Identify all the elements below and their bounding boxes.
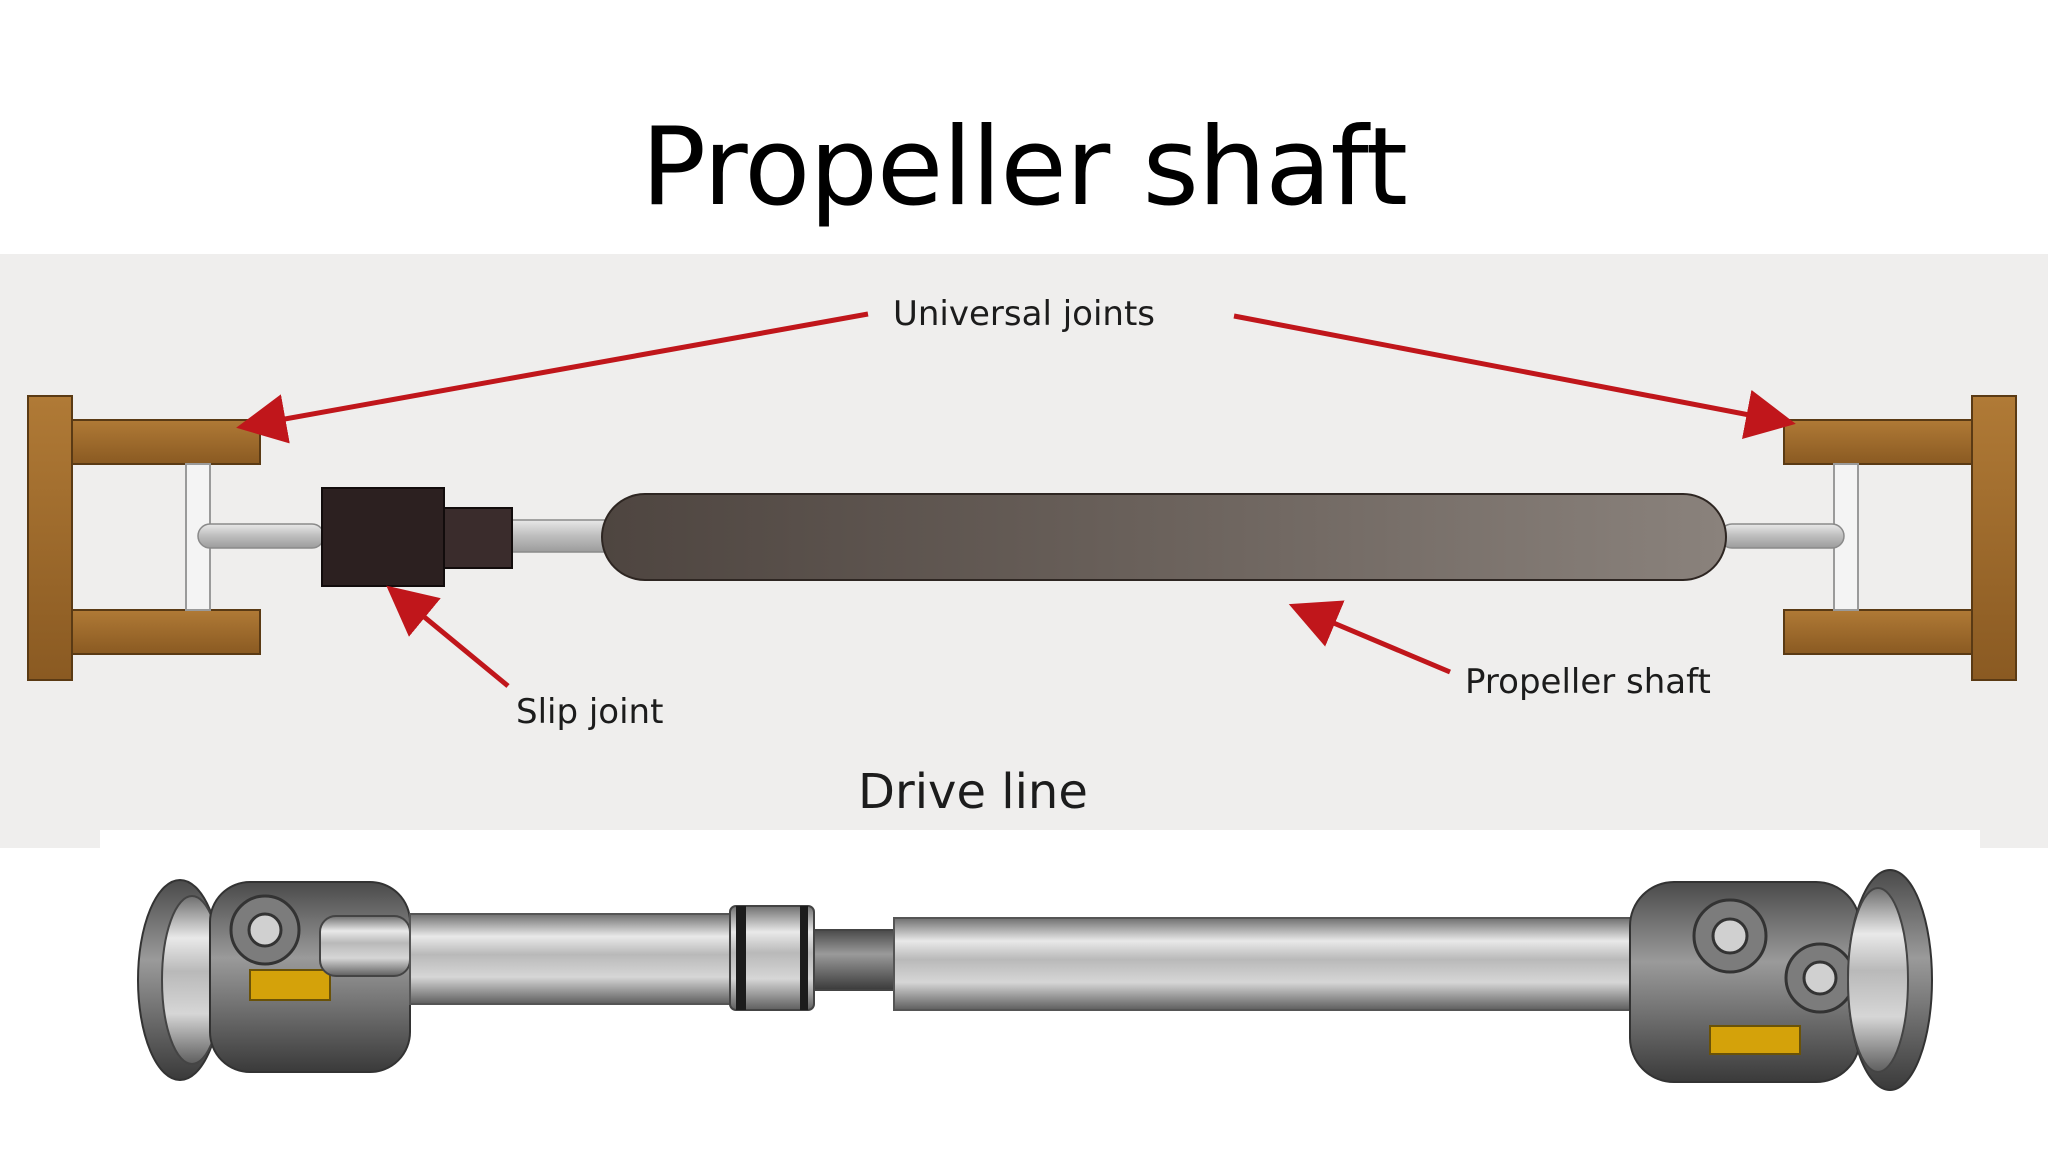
drive-line-diagram: Universal joints Slip joint Propeller sh…	[0, 254, 2048, 848]
left-universal-joint	[27, 395, 261, 681]
propeller-shaft-body	[601, 493, 1727, 581]
slip-collar	[729, 905, 815, 1011]
propeller-shaft-photo	[100, 830, 1980, 1152]
slide-title: Propeller shaft	[641, 105, 1408, 230]
left-tube	[409, 913, 751, 1005]
left-u-joint	[209, 881, 411, 1073]
mid-rod	[509, 519, 611, 553]
right-u-joint	[1629, 881, 1861, 1083]
propeller-shaft-label: Propeller shaft	[1465, 662, 1711, 702]
right-flange	[1847, 869, 1933, 1091]
propeller-shaft-illustration	[137, 869, 1933, 1091]
drive-line-caption: Drive line	[858, 764, 1088, 820]
left-rod	[197, 523, 325, 549]
slip-joint	[321, 487, 513, 587]
slip-joint-label: Slip joint	[516, 692, 664, 732]
right-tube	[893, 917, 1655, 1011]
annotation-arrows	[236, 311, 1796, 688]
drive-line-drawing	[27, 311, 2017, 688]
universal-joints-label: Universal joints	[893, 294, 1155, 334]
right-rod	[1719, 523, 1845, 549]
splined-section	[813, 929, 895, 991]
right-universal-joint	[1783, 395, 2017, 681]
